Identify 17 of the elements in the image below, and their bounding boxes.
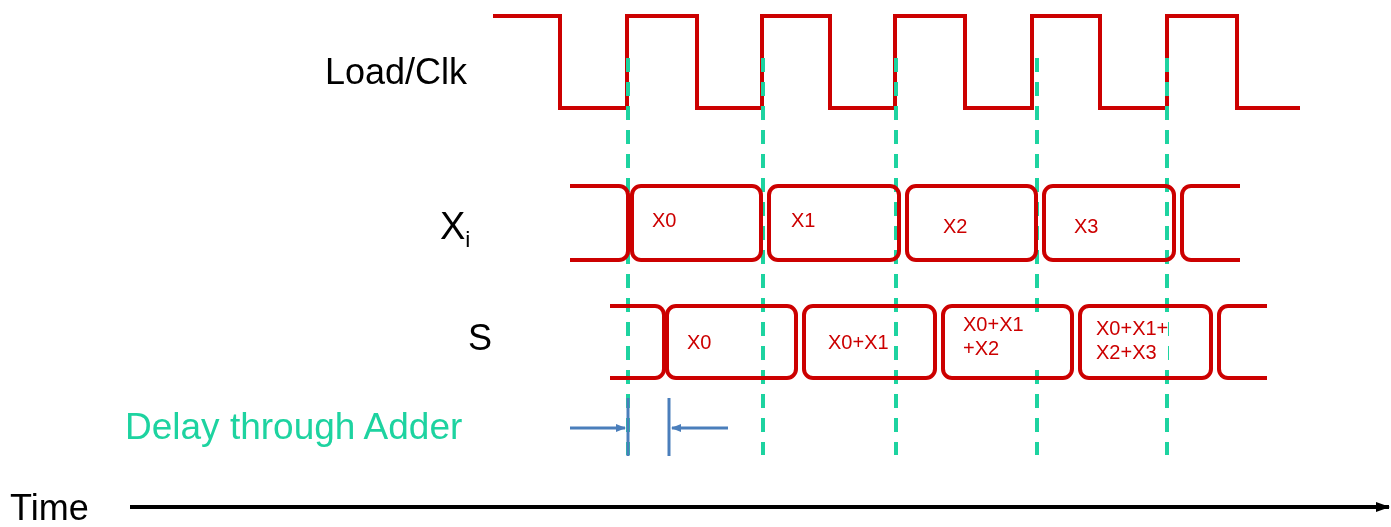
data-segment <box>570 184 630 262</box>
data-segment <box>630 184 763 262</box>
data-segment <box>941 304 1074 380</box>
delay-label: Delay through Adder <box>125 407 463 448</box>
data-segment <box>1180 184 1240 262</box>
data-segment <box>767 184 901 262</box>
signal-label: X$_{i}$ <box>440 206 471 253</box>
data-segment <box>610 304 666 380</box>
data-segment <box>802 304 937 380</box>
data-segment <box>905 184 1038 262</box>
signal-label: S <box>468 318 492 358</box>
data-segment <box>1078 304 1213 380</box>
data-segment <box>1042 184 1176 262</box>
signal-label: Load/Clk <box>325 52 468 92</box>
data-segment <box>665 304 798 380</box>
axis-label: Time <box>10 488 89 527</box>
data-segment <box>1217 304 1267 380</box>
